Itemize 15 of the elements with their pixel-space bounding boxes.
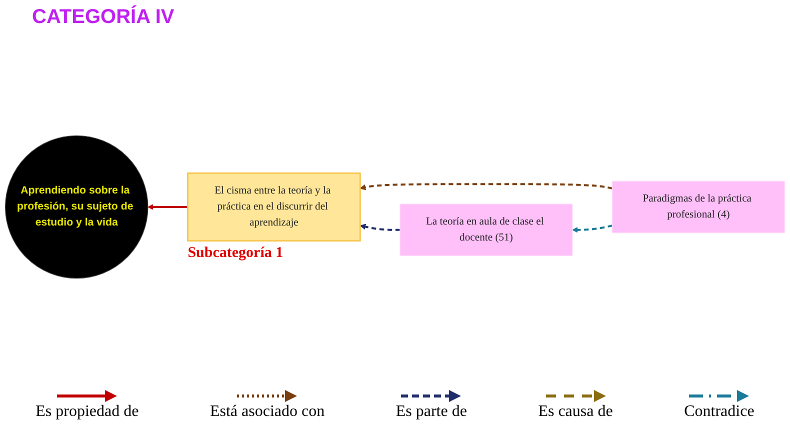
arrow bbox=[360, 224, 400, 231]
node-box: La teoría en aula de clase el docente (51) bbox=[400, 204, 573, 256]
diagram-title: CATEGORÍA IV bbox=[32, 6, 174, 29]
subcategory-label: Subcategoría 1 bbox=[188, 244, 284, 262]
legend-label: Es propiedad de bbox=[36, 403, 139, 421]
legend-label: Es parte de bbox=[396, 403, 467, 421]
arrow bbox=[572, 224, 612, 233]
legend-label: Contradice bbox=[684, 403, 754, 421]
arrow bbox=[148, 204, 188, 210]
legend-label: Está asociado con bbox=[210, 403, 325, 421]
legend-label: Es causa de bbox=[538, 403, 613, 421]
arrow bbox=[360, 183, 612, 190]
node-circle: Aprendiendo sobre la profesión, su sujeto de estudio y la vida bbox=[4, 135, 148, 279]
node-box: El cisma entre la teoría y la práctica en el discurrir del aprendizaje bbox=[187, 172, 361, 242]
node-box: Paradigmas de la práctica profesional (4) bbox=[612, 180, 786, 234]
